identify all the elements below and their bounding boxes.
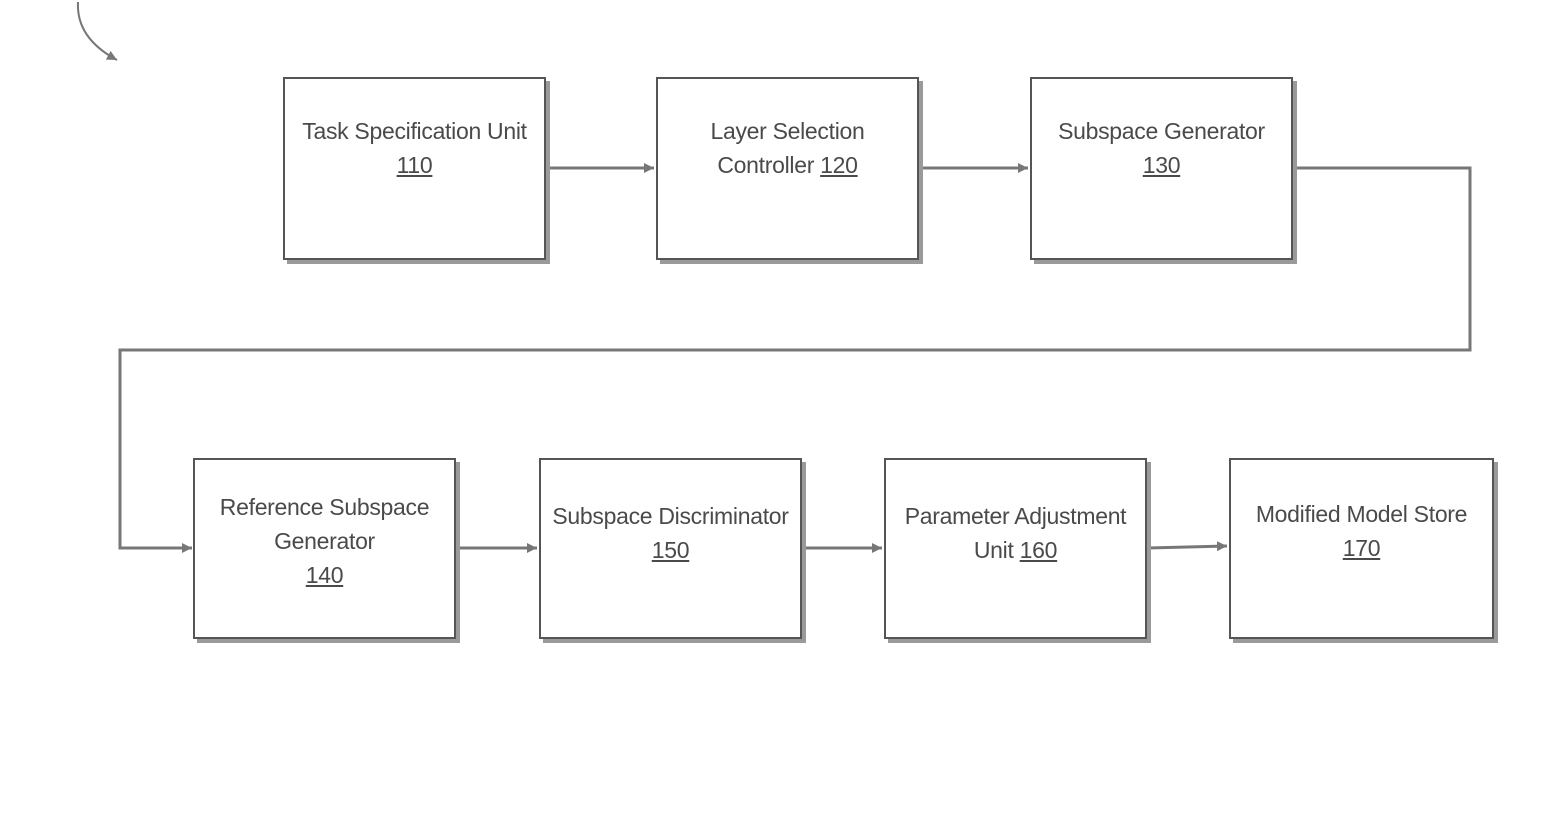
- block-number: 170: [1343, 531, 1380, 565]
- modified-model-store-block: Modified Model Store 170: [1229, 458, 1494, 639]
- arrow-160-to-170: [1148, 546, 1227, 548]
- block-number: 140: [306, 558, 343, 592]
- block-label: Subspace Discriminator: [552, 499, 788, 533]
- subspace-discriminator-block: Subspace Discriminator 150: [539, 458, 802, 639]
- task-specification-unit-block: Task Specification Unit 110: [283, 77, 546, 260]
- block-number: 110: [397, 148, 433, 182]
- block-number: 150: [652, 533, 689, 567]
- block-label-line2: Unit 160: [974, 533, 1057, 567]
- block-label: Parameter Adjustment: [905, 499, 1127, 533]
- block-label-line2: Generator: [274, 524, 375, 558]
- block-label: Layer Selection: [710, 114, 864, 148]
- block-label: Modified Model Store: [1256, 497, 1467, 531]
- block-number: 130: [1143, 148, 1180, 182]
- parameter-adjustment-unit-block: Parameter Adjustment Unit 160: [884, 458, 1147, 639]
- reference-subspace-generator-block: Reference Subspace Generator 140: [193, 458, 456, 639]
- layer-selection-controller-block: Layer Selection Controller 120: [656, 77, 919, 260]
- block-label: Subspace Generator: [1058, 114, 1265, 148]
- block-number: 160: [1020, 537, 1057, 563]
- block-number: 120: [820, 152, 857, 178]
- block-label-line2: Controller 120: [717, 148, 857, 182]
- block-label-cont: Controller: [717, 152, 814, 178]
- block-label: Task Specification Unit: [302, 114, 526, 148]
- block-label-cont: Unit: [974, 537, 1014, 563]
- block-label: Reference Subspace: [220, 490, 429, 524]
- figure-leader-curve: [78, 2, 117, 60]
- subspace-generator-block: Subspace Generator 130: [1030, 77, 1293, 260]
